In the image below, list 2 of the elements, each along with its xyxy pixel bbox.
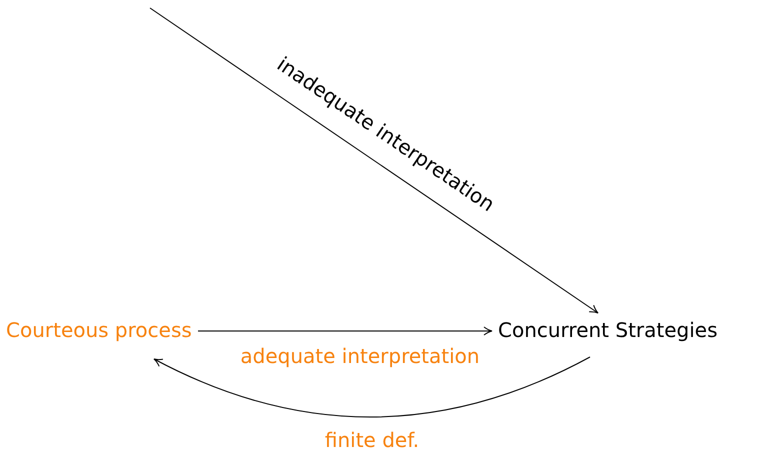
node-label: Courteous process: [4, 317, 194, 343]
node-label: Concurrent Strategies: [496, 317, 720, 343]
